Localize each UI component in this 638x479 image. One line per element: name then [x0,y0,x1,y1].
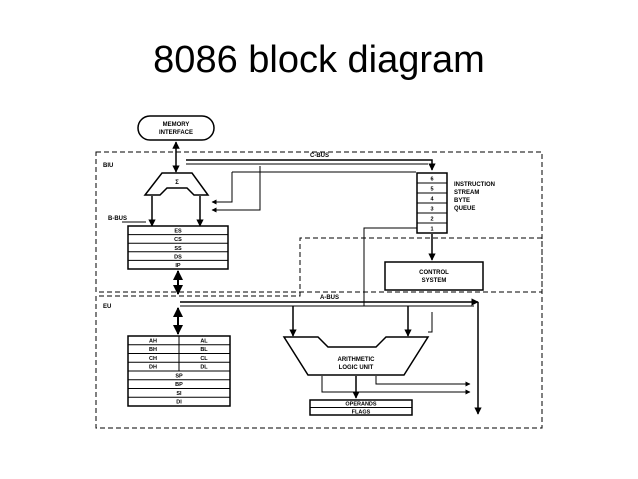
queue-label-4: QUEUE [454,206,475,212]
memory-interface-box [137,115,215,141]
alu-label-2: LOGIC UNIT [339,365,374,371]
segment-register-ds: DS [174,254,182,260]
operands-label: OPERANDS [345,402,377,408]
alu-output-right [375,376,471,387]
gp-register-bh: BH [149,347,157,353]
c-bus-label: C-BUS [310,153,329,159]
queue-to-abus [363,227,417,306]
memory-interface-label-2: INTERFACE [159,130,193,136]
gp-register-ah: AH [149,339,157,345]
gp-register-ch: CH [149,356,157,362]
gp-register-al: AL [200,339,208,345]
segment-register-ss: SS [174,246,182,252]
gp-register-cl: CL [200,356,208,362]
a-bus-label: A-BUS [320,295,339,301]
pointer-register-sp: SP [175,374,183,380]
queue-slot-5: 5 [430,187,433,193]
segment-register-es: ES [174,229,182,235]
gp-register-dh: DH [149,365,157,371]
pointer-register-bp: BP [175,382,183,388]
alu-shape [282,336,430,376]
slide-title: 8086 block diagram [153,39,485,81]
queue-label-3: BYTE [454,198,470,204]
queue-slot-6: 6 [430,177,433,183]
control-system-box [384,261,484,291]
pointer-register-si: SI [176,391,182,397]
queue-label-1: INSTRUCTION [454,182,495,188]
biu-label: BIU [103,163,113,169]
pointer-register-di: DI [176,400,182,406]
alu-input-third [428,312,433,333]
segment-register-ip: IP [175,263,181,269]
queue-slot-1: 1 [430,227,433,233]
gp-register-bl: BL [200,347,208,353]
b-bus-label: B-BUS [108,216,127,222]
control-system-label-1: CONTROL [419,270,449,276]
feedback-line-2 [211,172,233,205]
c-bus-line [186,159,436,171]
flags-label: FLAGS [352,410,371,416]
eu-frame [95,237,543,429]
control-system-label-2: SYSTEM [422,278,447,284]
queue-label-2: STREAM [454,190,479,196]
segment-register-cs: CS [174,237,182,243]
queue-slot-4: 4 [430,197,434,203]
feedback-line [211,166,261,213]
sigma-label: Σ [175,180,179,186]
queue-slot-3: 3 [430,207,433,213]
gp-register-dl: DL [200,365,208,371]
alu-label-1: ARITHMETIC [338,357,376,363]
alu-output-right-2 [321,376,471,395]
queue-slot-2: 2 [430,217,433,223]
biu-frame [95,151,543,293]
memory-interface-label-1: MEMORY [163,122,190,128]
eu-label: EU [103,304,111,310]
adder-sigma [143,172,210,196]
segment-register-block [127,225,229,270]
